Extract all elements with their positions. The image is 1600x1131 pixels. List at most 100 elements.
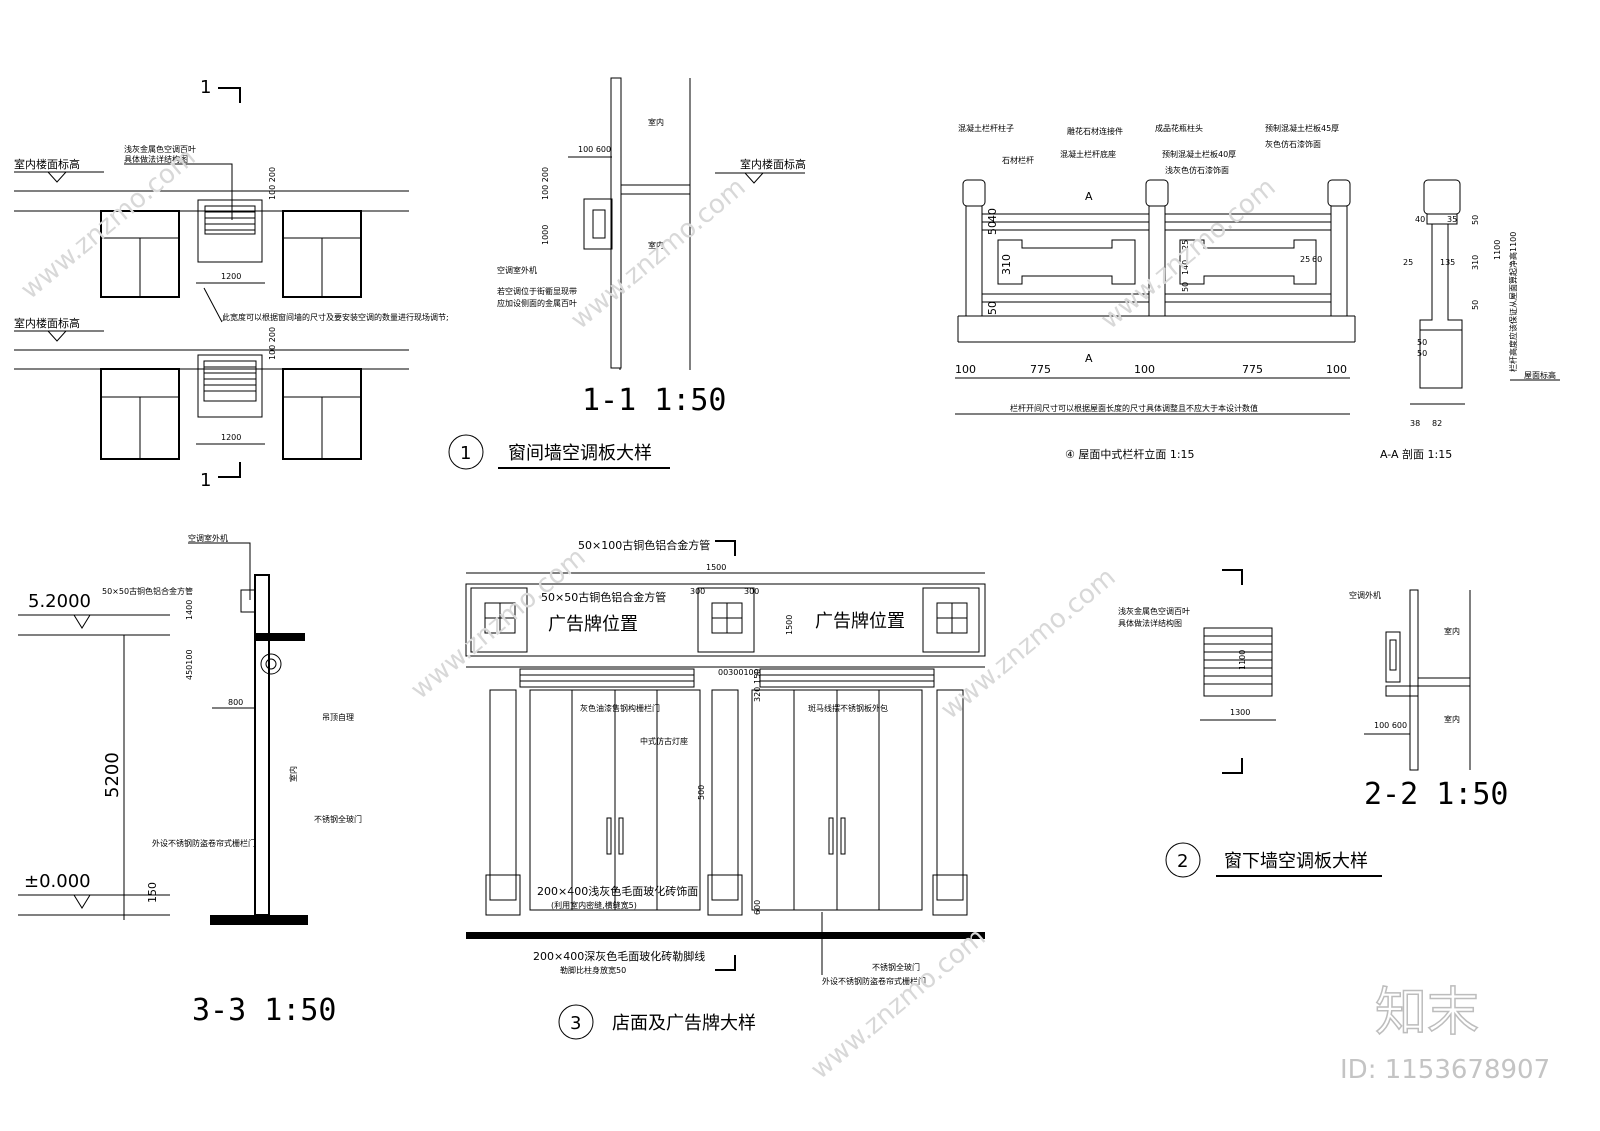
rail-label-9: 灰色仿石漆饰面 (1265, 139, 1321, 149)
rail-label-5: 石材栏杆 (1002, 155, 1034, 165)
s22-interior-bottom: 室内 (1444, 714, 1460, 724)
interior-top: 室内 (648, 117, 664, 127)
note-2: 应加设侧面的金属百叶 (497, 298, 577, 308)
dim-r-60: 60 (1312, 255, 1322, 264)
aa-vertical-note: 栏杆高度应该保证从屋面算起净高1100 (1508, 232, 1518, 372)
sf-dim-320: 320 (753, 687, 762, 702)
sf-frame: 斑马线摆不锈钢板外包 (808, 703, 888, 713)
aa-dim-right-50b: 50 (1471, 300, 1480, 310)
sf-title: 店面及广告牌大样 (612, 1013, 756, 1034)
watermark-site-3: www.znzmo.com (1095, 172, 1281, 335)
sf-tile-2b: 勒脚比柱身放宽50 (560, 965, 626, 975)
dim-r-140: 140 (1181, 260, 1190, 275)
s33-level-high: 5.2000 (28, 591, 91, 612)
s33-unit-label: 空调室外机 (188, 533, 228, 543)
sf-tile-2: 200×400深灰色毛面玻化砖勒脚线 (533, 949, 705, 963)
s33-door: 不锈钢全玻门 (314, 814, 362, 824)
s22-dim: 100 600 (1374, 721, 1407, 730)
aa-dim-right-310: 310 (1471, 255, 1480, 270)
rail-label-1: 混凝土栏杆柱子 (958, 123, 1014, 133)
watermark-id: ID: 1153678907 (1340, 1055, 1550, 1085)
rail-label-4: 预制混凝土栏板45厚 (1265, 123, 1339, 133)
width-note: 此宽度可以根据窗间墙的尺寸及要安装空调的数量进行现场调节; (222, 312, 449, 322)
s33-interior: 室内 (288, 766, 298, 782)
aa-title: A-A 剖面 1:15 (1380, 447, 1452, 461)
d2-title-number: 2 (1177, 851, 1188, 872)
floor-label: 室内楼面标高 (740, 157, 806, 171)
sf-sign-right: 广告牌位置 (815, 611, 905, 632)
section-2-2: 空调外机 室内 室内 100 600 2-2 1:50 (1349, 589, 1509, 812)
railing-elevation: 混凝土栏杆柱子 雕花石材连接件 成品花瓶柱头 预制混凝土栏板45厚 石材栏杆 混… (955, 123, 1356, 461)
unit-label: 空调室外机 (497, 265, 537, 275)
section-1-1: 室内 室内 100 600 室内楼面标高 100 200 1000 空调室外机 … (497, 77, 806, 418)
s33-title: 3-3 1:50 (192, 993, 337, 1028)
sf-dim-mid: 00300100 (718, 668, 759, 677)
dim-v-40: 40 (986, 208, 999, 222)
storefront-elevation: 50×100古铜色铝合金方管 50×50古铜色铝合金方管 1500 300 30… (465, 538, 986, 1040)
rail-label-2: 雕花石材连接件 (1067, 126, 1123, 136)
detail-1-title: 窗间墙空调板大样 (508, 443, 652, 464)
sf-dim-1500: 1500 (706, 563, 726, 572)
aa-dim-38: 38 (1410, 419, 1420, 428)
dim-h-1: 100 (955, 363, 976, 376)
sf-title-number: 3 (570, 1013, 581, 1034)
d2-dim-1100: 1100 (1238, 650, 1247, 670)
section-a-a: 40 35 25 135 50 50 38 82 50 310 50 1100 … (1380, 179, 1560, 461)
sf-dim-150: 150 (753, 669, 762, 684)
s33-dim-800: 800 (228, 698, 243, 707)
interior-bottom: 室内 (648, 240, 664, 250)
watermark-site-5: www.znzmo.com (935, 562, 1121, 725)
s33-dim-1400: 1400 (185, 600, 194, 620)
s33-dim-150: 150 (146, 882, 159, 903)
dim-100-600: 100 600 (578, 145, 611, 154)
aa-dim-right-1100: 1100 (1493, 240, 1502, 260)
section-mark-top: 1 (200, 77, 211, 98)
d2-title: 窗下墙空调板大样 (1224, 851, 1368, 872)
detail-2-plan: 浅灰金属色空调百叶 具体做法详结构图 1100 1300 2 窗下墙空调板大样 (1118, 569, 1382, 878)
railing-title: ④ 屋面中式栏杆立面 1:15 (1065, 447, 1195, 461)
sf-dim-1500v: 1500 (785, 615, 794, 635)
d2-louver-note-2: 具体做法详结构图 (1118, 618, 1182, 628)
rail-label-8: 浅灰色仿石漆饰面 (1165, 165, 1229, 175)
watermark-site-6: www.znzmo.com (805, 922, 991, 1085)
sf-tile-1b: (利用室内密缝,横缝宽5) (551, 900, 637, 910)
section-mark-a-top: A (1085, 190, 1093, 203)
sf-pipe-large: 50×100古铜色铝合金方管 (578, 538, 710, 552)
d2-dim-1300: 1300 (1230, 708, 1250, 717)
louver-note-2: 具体做法详结构图 (124, 154, 188, 164)
aa-dim-25: 25 (1403, 258, 1413, 267)
sf-lamp: 中式仿古灯座 (640, 736, 688, 746)
s33-shutter: 外设不锈钢防盗卷帘式栅栏门 (152, 838, 256, 848)
sf-tile-1: 200×400浅灰色毛面玻化砖饰面 (537, 884, 698, 898)
aa-dim-50b: 50 (1417, 349, 1427, 358)
watermark-site-2: www.znzmo.com (565, 172, 751, 335)
aa-dim-82: 82 (1432, 419, 1442, 428)
s33-pipe-label: 50×50古铜色铝合金方管 (102, 586, 193, 596)
sf-dim-500: 500 (697, 785, 706, 800)
sf-sign-left: 广告牌位置 (548, 614, 638, 635)
dim-v2: 1000 (541, 225, 550, 245)
aa-dim-135: 135 (1440, 258, 1455, 267)
floor-label-top: 室内楼面标高 (14, 157, 80, 171)
sf-grille: 灰色油漆售钢构栅栏门 (580, 703, 660, 713)
sf-dim-300b: 300 (744, 587, 759, 596)
watermark-brand: 知末 (1375, 983, 1479, 1043)
dim-v-50: 50 (986, 221, 999, 235)
s33-dim-450: 450100 (185, 649, 194, 680)
detail-1-plan: 1 室内楼面标高 浅灰金属色空调百叶 具体做法详结构图 1200 100 200… (14, 77, 670, 491)
dim-r-25: 25 (1181, 240, 1190, 250)
detail-1-number: 1 (460, 443, 471, 464)
s33-level-zero: ±0.000 (24, 871, 91, 892)
s22-title: 2-2 1:50 (1364, 777, 1509, 812)
section-mark-bottom: 1 (200, 470, 211, 491)
aa-dim-right-50: 50 (1471, 215, 1480, 225)
rail-label-7: 预制混凝土栏板40厚 (1162, 149, 1236, 159)
s22-unit-label: 空调外机 (1349, 590, 1381, 600)
section-3-3: 空调室外机 50×50古铜色铝合金方管 5.2000 1400 450100 8… (18, 533, 362, 1028)
rail-label-6: 混凝土栏杆底座 (1060, 149, 1116, 159)
dim-h-5: 100 (1326, 363, 1347, 376)
width-top: 1200 (221, 272, 241, 281)
aa-dim-40: 40 (1415, 215, 1425, 224)
louver-note-1: 浅灰金属色空调百叶 (124, 144, 196, 154)
